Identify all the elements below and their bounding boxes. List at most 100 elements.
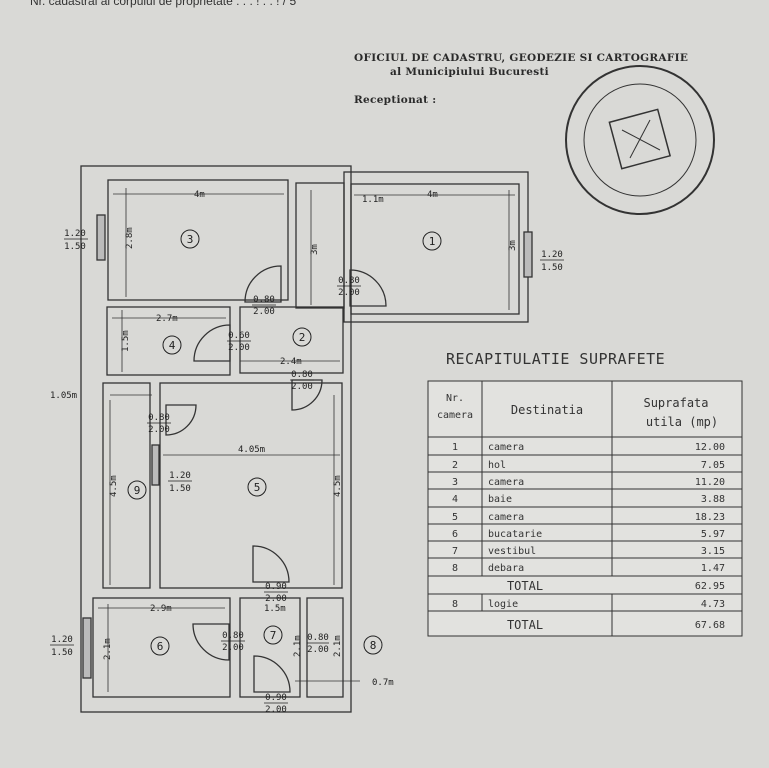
- window-room-1: 1.201.50: [540, 250, 564, 273]
- door-room-2: 0.802.00: [290, 370, 314, 392]
- dim-label: 4.5m: [109, 475, 119, 497]
- room-labels: [127, 229, 442, 656]
- table-row: 5 camera 18.23: [452, 512, 725, 523]
- summary-table: [427, 380, 743, 637]
- extra-area: 4.73: [701, 599, 725, 610]
- office-subtitle: al Municipiului Bucuresti: [390, 66, 549, 78]
- cell-dest: hol: [488, 460, 506, 471]
- svg-text:2.00: 2.00: [307, 645, 329, 655]
- dim-label: 1.5m: [121, 330, 131, 352]
- svg-text:2.00: 2.00: [228, 343, 250, 353]
- svg-text:utila (mp): utila (mp): [646, 415, 718, 429]
- cell-dest: camera: [488, 512, 524, 523]
- table-row: 3 camera 11.20: [452, 477, 725, 488]
- svg-text:Suprafata: Suprafata: [643, 396, 708, 410]
- cell-area: 11.20: [695, 477, 725, 488]
- cell-dest: camera: [488, 477, 524, 488]
- total-label: TOTAL: [507, 579, 543, 593]
- opening-labels: 1.201.50 1.201.50 1.201.50 1.201.50 0.80…: [50, 229, 564, 715]
- dim-label: 3m: [310, 244, 320, 255]
- cell-dest: debara: [488, 563, 524, 574]
- cell-nr: 3: [452, 477, 458, 488]
- room-number-7: 7: [270, 629, 277, 642]
- office-title: OFICIUL DE CADASTRU, GEODEZIE SI CARTOGR…: [354, 52, 689, 64]
- door-entry: 0.902.00: [264, 693, 288, 715]
- dim-label: 2.8m: [125, 227, 135, 249]
- table-row: 4 baie 3.88: [452, 494, 725, 505]
- room-number-9: 9: [134, 484, 141, 497]
- svg-text:1.20: 1.20: [64, 229, 86, 239]
- dim-label: 2.1m: [293, 635, 303, 657]
- summary-title: RECAPITULATIE SUPRAFETE: [446, 350, 665, 368]
- door-room-5: 0.90 2.00: [264, 582, 288, 604]
- room-number-2: 2: [299, 331, 306, 344]
- room-1-outline: [350, 183, 520, 315]
- svg-text:2.00: 2.00: [291, 382, 313, 392]
- dim-label: 2.1m: [103, 638, 113, 660]
- received-label: Receptionat :: [354, 94, 437, 106]
- svg-text:0.90: 0.90: [265, 582, 287, 592]
- cell-area: 3.88: [701, 494, 725, 505]
- svg-text:1.20: 1.20: [51, 635, 73, 645]
- cell-nr: 4: [452, 494, 458, 505]
- dim-label: 1.05m: [50, 391, 77, 401]
- cadastral-number-line: Nr. cadastral al corpului de proprietate…: [30, 0, 297, 8]
- dim-label: 1.5m: [264, 604, 286, 614]
- extra-nr: 8: [452, 599, 458, 610]
- grand-total-label: TOTAL: [507, 618, 543, 632]
- room-number-5: 5: [254, 481, 261, 494]
- room-7-outline: [239, 597, 301, 698]
- door-room-6: 0.802.00: [221, 631, 245, 653]
- summary-header: Nr. camera Destinatia Suprafata utila (m…: [437, 393, 718, 429]
- door-room-3: 0.802.00: [252, 295, 276, 317]
- door-room-8: 0.80 2.00: [307, 633, 329, 655]
- cell-area: 1.47: [701, 563, 725, 574]
- cell-area: 18.23: [695, 512, 725, 523]
- door-room-1: 0.80 2.00: [337, 276, 361, 298]
- table-row: 8 debara 1.47: [452, 563, 725, 574]
- svg-text:1.20: 1.20: [169, 471, 191, 481]
- cell-dest: vestibul: [488, 546, 536, 557]
- svg-text:0.80: 0.80: [307, 633, 329, 643]
- cell-area: 5.97: [701, 529, 725, 540]
- dim-label: 4.05m: [238, 445, 265, 455]
- table-row: 7 vestibul 3.15: [452, 546, 725, 557]
- total-value: 62.95: [695, 581, 725, 592]
- cell-nr: 8: [452, 563, 458, 574]
- room-6-outline: [92, 597, 231, 698]
- grand-total-value: 67.68: [695, 620, 725, 631]
- svg-text:2.00: 2.00: [265, 594, 287, 604]
- room-number-4: 4: [169, 339, 176, 352]
- cell-dest: baie: [488, 494, 512, 505]
- dim-label: 1.1m: [362, 195, 384, 205]
- dim-label: 4m: [194, 190, 205, 200]
- room-number-6: 6: [157, 640, 164, 653]
- svg-text:Destinatia: Destinatia: [511, 403, 583, 417]
- svg-text:0.80: 0.80: [338, 276, 360, 286]
- room-5-outline: [159, 382, 343, 589]
- cell-nr: 5: [452, 512, 458, 523]
- summary-totals: TOTAL 62.95 8 logie 4.73 TOTAL 67.68: [452, 579, 725, 632]
- svg-text:0.80: 0.80: [148, 413, 170, 423]
- svg-text:0.80: 0.80: [253, 295, 275, 305]
- svg-text:1.50: 1.50: [64, 242, 86, 252]
- svg-text:1.50: 1.50: [51, 648, 73, 658]
- dim-label: 2.1m: [333, 635, 343, 657]
- cell-dest: camera: [488, 442, 524, 453]
- cell-area: 3.15: [701, 546, 725, 557]
- door-room-4: 0.602.00: [227, 331, 251, 353]
- room-number-1: 1: [429, 235, 436, 248]
- window-room-5: 1.201.50: [168, 471, 192, 494]
- svg-text:1.50: 1.50: [541, 263, 563, 273]
- svg-text:2.00: 2.00: [338, 288, 360, 298]
- dimension-labels: 4m 2.8m 4m 3m 3m 1.1m 2.7m 1.5m 2.4m 1.0…: [50, 190, 518, 688]
- floor-plan: [80, 165, 533, 713]
- dim-label: 4.5m: [333, 475, 343, 497]
- cell-nr: 7: [452, 546, 458, 557]
- door-room-9: 0.802.00: [147, 413, 171, 435]
- cell-dest: bucatarie: [488, 529, 542, 540]
